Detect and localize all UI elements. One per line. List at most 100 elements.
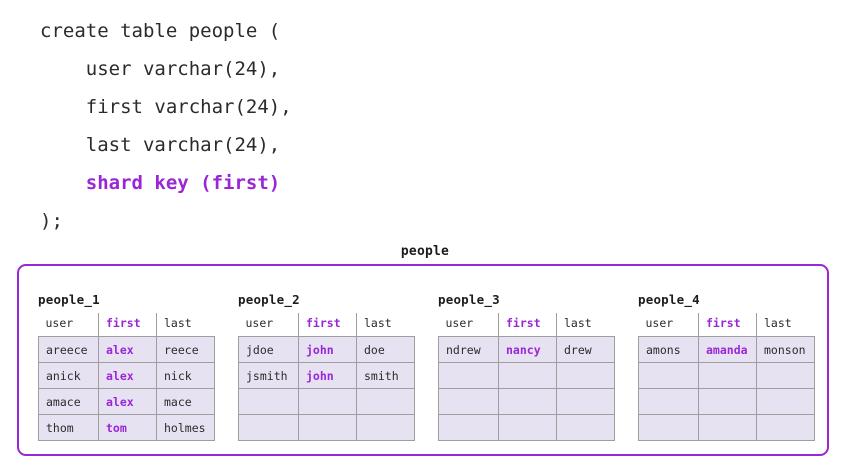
column-header-last: last [564, 316, 592, 330]
sql-line: user varchar(24), [40, 58, 281, 80]
table-row [238, 414, 415, 441]
cell-user: areece [38, 336, 99, 363]
cell-user [638, 362, 699, 389]
sql-line: last varchar(24), [40, 134, 281, 156]
cell-last: drew [556, 336, 615, 363]
shard-label: people_4 [638, 292, 700, 307]
sql-code-block: create table people ( user varchar(24), … [40, 12, 640, 240]
cell-last [356, 388, 415, 415]
cell-first [698, 388, 757, 415]
cell-last: monson [756, 336, 815, 363]
cell-last [556, 388, 615, 415]
cell-user: amons [638, 336, 699, 363]
cell-user: ndrew [438, 336, 499, 363]
cell-first [498, 414, 557, 441]
cell-first: john [298, 336, 357, 363]
cell-first [298, 414, 357, 441]
table-row [638, 414, 815, 441]
table-row [438, 414, 615, 441]
cell-first: nancy [498, 336, 557, 363]
cell-first: tom [98, 414, 157, 441]
cell-last [756, 388, 815, 415]
sql-line: first varchar(24), [40, 96, 292, 118]
column-header-user: user [438, 313, 499, 337]
column-header-user: user [38, 313, 99, 337]
logical-table-title: people [400, 244, 450, 259]
cell-last [756, 414, 815, 441]
cell-last: mace [156, 388, 215, 415]
column-header-first: first [298, 313, 357, 337]
cell-first [698, 362, 757, 389]
column-header-last: last [764, 316, 792, 330]
cell-user: jdoe [238, 336, 299, 363]
cell-first [298, 388, 357, 415]
cell-user [638, 388, 699, 415]
sql-line: create table people ( [40, 20, 281, 42]
table-row [438, 362, 615, 389]
cell-first: john [298, 362, 357, 389]
cell-last: reece [156, 336, 215, 363]
cell-user [238, 388, 299, 415]
cell-first: alex [98, 388, 157, 415]
cell-first: alex [98, 362, 157, 389]
cell-user: amace [38, 388, 99, 415]
column-header-last: last [164, 316, 192, 330]
table-row [638, 362, 815, 389]
cell-user: anick [38, 362, 99, 389]
cell-last [356, 414, 415, 441]
sql-line: ); [40, 210, 63, 232]
cell-last: doe [356, 336, 415, 363]
table-row [438, 388, 615, 415]
cell-first [498, 388, 557, 415]
cell-user: thom [38, 414, 99, 441]
cell-user [638, 414, 699, 441]
cell-user: jsmith [238, 362, 299, 389]
shard-label: people_1 [38, 292, 100, 307]
cell-user [238, 414, 299, 441]
cell-first: amanda [698, 336, 757, 363]
cell-last [556, 414, 615, 441]
shard-label: people_3 [438, 292, 500, 307]
column-header-user: user [238, 313, 299, 337]
cell-last: holmes [156, 414, 215, 441]
column-header-first: first [98, 313, 157, 337]
cell-user [438, 388, 499, 415]
cell-user [438, 414, 499, 441]
cell-last [756, 362, 815, 389]
sql-line: shard key (first) [40, 172, 281, 194]
cell-first [698, 414, 757, 441]
cell-last: smith [356, 362, 415, 389]
column-header-user: user [638, 313, 699, 337]
cell-user [438, 362, 499, 389]
column-header-last: last [364, 316, 392, 330]
table-row [238, 388, 415, 415]
shard-label: people_2 [238, 292, 300, 307]
column-header-first: first [498, 313, 557, 337]
cell-last [556, 362, 615, 389]
cell-first: alex [98, 336, 157, 363]
cell-first [498, 362, 557, 389]
cell-last: nick [156, 362, 215, 389]
